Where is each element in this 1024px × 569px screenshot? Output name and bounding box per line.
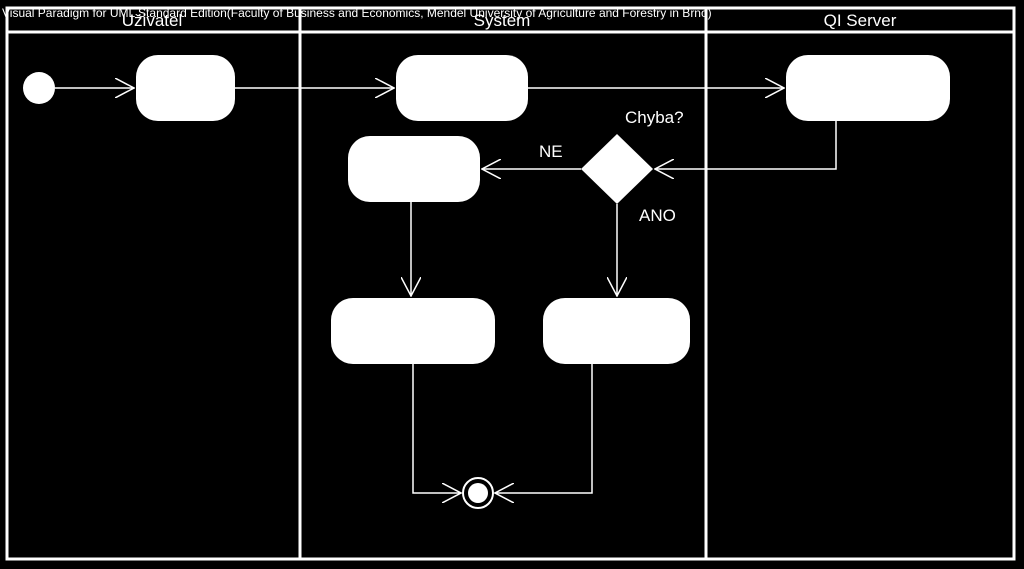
flow-server-to-decision [655, 121, 837, 169]
action-user [136, 55, 235, 121]
action-system-result [331, 298, 495, 364]
swimlane-frame [5, 6, 1016, 561]
decision-no-label: NE [539, 142, 563, 161]
initial-node [23, 72, 55, 104]
decision-question: Chyba? [625, 108, 684, 127]
lane-title-qi-server: QI Server [824, 11, 897, 30]
flow-error-to-final [495, 364, 593, 493]
diagram-border [5, 6, 1016, 561]
action-system-success [348, 136, 480, 202]
decision-node [581, 134, 653, 204]
decision-yes-label: ANO [639, 206, 676, 225]
lane-title-system: System [474, 11, 531, 30]
flow-result-to-final [412, 364, 461, 493]
final-node [462, 477, 494, 509]
action-qi-server [786, 55, 950, 121]
watermark: Visual Paradigm for UML Standard Edition… [2, 6, 712, 20]
action-system-error [543, 298, 690, 364]
lane-title-uzivatel: Uživatel [122, 11, 182, 30]
action-system-request [396, 55, 528, 121]
